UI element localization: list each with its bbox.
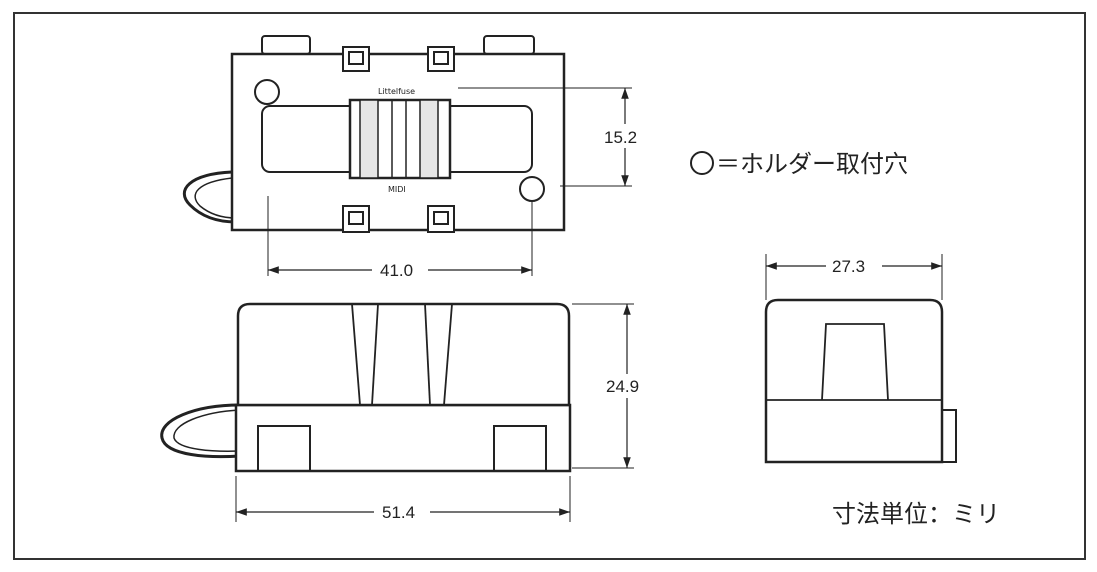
drawing-frame xyxy=(13,12,1086,560)
clip-top-right xyxy=(427,46,455,72)
legend-text: ＝ホルダー取付穴 xyxy=(716,150,908,178)
top-tab-left xyxy=(261,35,311,55)
mounting-hole-right xyxy=(519,176,545,202)
dim-side-width: 27.3 xyxy=(832,257,865,276)
mounting-hole-left xyxy=(254,79,280,105)
top-tab-right xyxy=(483,35,535,55)
side-fuse-top xyxy=(821,323,889,401)
clip-bottom-left xyxy=(342,205,370,233)
brand-label: Littelfuse xyxy=(378,87,415,96)
front-base xyxy=(234,403,572,473)
front-view xyxy=(160,302,634,522)
side-body xyxy=(764,298,944,464)
dim-overall-length: 51.4 xyxy=(382,503,415,522)
cable-loop-top xyxy=(183,170,237,224)
unit-note: 寸法単位：ミリ xyxy=(832,500,1000,528)
top-view xyxy=(183,35,632,276)
front-base-window-right xyxy=(493,425,547,472)
dim-hole-spacing: 41.0 xyxy=(380,261,413,280)
clip-top-left xyxy=(342,46,370,72)
front-base-window-left xyxy=(257,425,311,472)
dim-overall-height: 24.9 xyxy=(606,377,639,396)
front-cover xyxy=(236,302,571,407)
side-connector-stub xyxy=(941,409,957,463)
type-label: MIDI xyxy=(388,185,406,194)
clip-bottom-right xyxy=(427,205,455,233)
dim-height-top: 15.2 xyxy=(604,128,637,147)
side-view xyxy=(764,254,957,464)
legend-hole-symbol xyxy=(690,151,714,175)
top-view-body xyxy=(230,52,566,232)
cable-loop-front xyxy=(160,403,241,459)
